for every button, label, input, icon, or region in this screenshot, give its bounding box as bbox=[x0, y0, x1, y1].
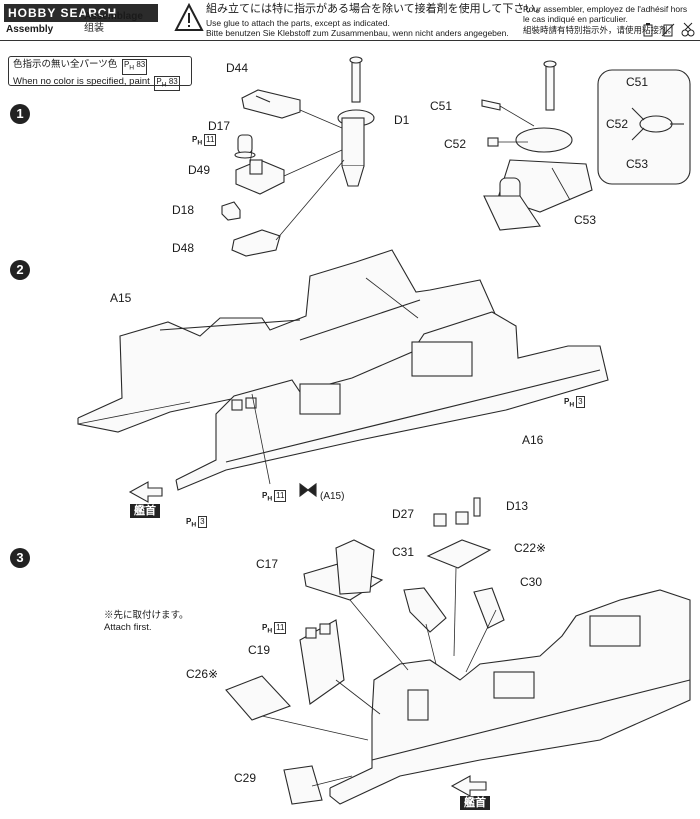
step-number-2: 2 bbox=[10, 260, 30, 280]
label-d27: D27 bbox=[392, 507, 415, 521]
bow-arrow-step3 bbox=[450, 775, 487, 797]
glue-icon bbox=[643, 23, 653, 37]
part-d44 bbox=[241, 89, 301, 119]
paint-ref: PH 83 bbox=[121, 59, 148, 75]
part-mast-assembly bbox=[483, 60, 593, 231]
attach-first-note: ※先に取付けます。 Attach first. bbox=[104, 610, 189, 634]
part-d1 bbox=[337, 56, 375, 187]
part-c51 bbox=[481, 99, 501, 111]
label-c17: C17 bbox=[256, 557, 279, 571]
part-c26 bbox=[225, 675, 291, 721]
part-d17 bbox=[234, 134, 256, 159]
label-c30: C30 bbox=[520, 575, 543, 589]
part-c31 bbox=[403, 587, 447, 633]
part-d49 bbox=[235, 159, 285, 195]
label-c52-detail: C52 bbox=[606, 117, 629, 131]
warning-icon bbox=[174, 3, 204, 31]
no-glue-icon bbox=[661, 23, 675, 37]
section-title-fr: Assemblage bbox=[84, 11, 143, 22]
label-c26: C26※ bbox=[186, 667, 219, 681]
header-divider bbox=[0, 40, 700, 41]
label-c19: C19 bbox=[248, 643, 271, 657]
part-c17 bbox=[303, 539, 384, 601]
part-a16 bbox=[175, 311, 609, 491]
warning-text-jp: 組み立てには特に指示がある場合を除いて接着剤を使用して下さい。 bbox=[206, 3, 547, 15]
part-d48 bbox=[231, 229, 281, 257]
label-d44: D44 bbox=[226, 61, 249, 75]
label-c22: C22※ bbox=[514, 541, 547, 555]
label-d1: D1 bbox=[394, 113, 410, 127]
warning-text-fr-1: Pour assembler, employez de l'adhésif ho… bbox=[523, 4, 688, 14]
part-hull-step3 bbox=[329, 589, 691, 805]
label-d18: D18 bbox=[172, 203, 195, 217]
bow-arrow-step2 bbox=[128, 481, 163, 503]
part-d13 bbox=[473, 497, 481, 517]
part-c22 bbox=[426, 539, 492, 569]
label-c53-detail: C53 bbox=[626, 157, 649, 171]
section-title-zh: 组装 bbox=[84, 23, 104, 34]
label-d49: D49 bbox=[188, 163, 211, 177]
label-c31: C31 bbox=[392, 545, 415, 559]
part-c19 bbox=[299, 619, 345, 705]
attach-first-jp: ※先に取付けます。 bbox=[104, 610, 189, 621]
part-c30 bbox=[473, 587, 505, 629]
step-number-1: 1 bbox=[10, 104, 30, 124]
bow-label-step2: 艦首 bbox=[130, 504, 160, 518]
attach-first-en: Attach first. bbox=[104, 622, 152, 633]
label-a16: A16 bbox=[522, 433, 544, 447]
brand-logo: HOBBY SEARCH bbox=[4, 4, 158, 22]
label-c51-detail: C51 bbox=[626, 75, 649, 89]
bow-label-step3: 艦首 bbox=[460, 796, 490, 810]
part-c52 bbox=[487, 137, 499, 147]
hull-ref-icon bbox=[299, 482, 317, 498]
label-a15: A15 bbox=[110, 291, 132, 305]
warning-text-zh: 組裝時請有特別指示外，请使用粘接剂。 bbox=[523, 25, 677, 35]
paint-ref: PH 83 bbox=[154, 75, 180, 92]
color-note-jp: 色指示の無い全パーツ色 bbox=[13, 59, 118, 70]
step-number-3: 3 bbox=[10, 548, 30, 568]
label-d17: D17 bbox=[208, 119, 231, 133]
label-c53: C53 bbox=[574, 213, 597, 227]
label-c52: C52 bbox=[444, 137, 467, 151]
label-c51: C51 bbox=[430, 99, 453, 113]
callout-detail bbox=[631, 107, 684, 141]
header: HOBBY SEARCH Assemblage Assembly 组装 組み立て… bbox=[0, 0, 700, 40]
part-d27 bbox=[433, 511, 469, 527]
label-d13: D13 bbox=[506, 499, 529, 513]
warning-text-de: Bitte benutzen Sie Klebstoff zum Zusamme… bbox=[206, 28, 509, 38]
hull-ref-label: (A15) bbox=[320, 491, 345, 502]
warning-text-en: Use glue to attach the parts, except as … bbox=[206, 18, 390, 28]
label-d48: D48 bbox=[172, 241, 195, 255]
warning-text-fr-2: le cas indiqué en particulier. bbox=[523, 14, 628, 24]
color-note-box: 色指示の無い全パーツ色 PH 83 When no color is speci… bbox=[8, 56, 192, 92]
color-note-en: When no color is specified, paint bbox=[13, 75, 150, 87]
section-title-en: Assembly bbox=[6, 24, 54, 35]
part-d18 bbox=[221, 201, 241, 221]
label-c29: C29 bbox=[234, 771, 257, 785]
part-c29 bbox=[283, 765, 323, 805]
cut-icon bbox=[681, 22, 695, 37]
